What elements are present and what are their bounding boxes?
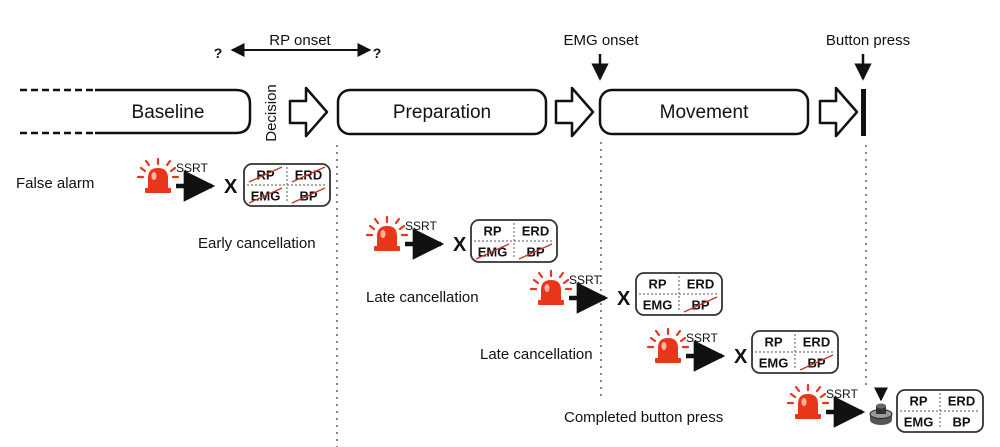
push-button-icon [869, 387, 893, 425]
cross-out-bp [683, 296, 718, 313]
movement-label: Movement [660, 102, 749, 123]
ssrt-label: SSRT [176, 161, 208, 175]
cell-emg: EMG [759, 356, 789, 371]
cancel-x-mark: X [453, 234, 467, 256]
row-label-late-cancellation-2: Late cancellation [480, 346, 593, 363]
cross-out-emg [475, 243, 510, 260]
rp-onset-question-left: ? [214, 45, 223, 61]
cell-rp: RP [648, 277, 666, 292]
cross-out-bp [799, 354, 834, 371]
alarm-light-icon [786, 383, 830, 419]
emg-onset-label: EMG onset [563, 32, 639, 49]
row-label-early-cancellation: Early cancellation [198, 235, 316, 252]
rp-onset-label: RP onset [269, 32, 331, 49]
outcome-rows: SSRTXRPERDEMGBPSSRTXRPERDEMGBPSSRTXRPERD… [136, 157, 984, 433]
row-label-false-alarm: False alarm [16, 175, 94, 192]
cell-erd: ERD [948, 394, 975, 409]
outcome-row: SSRT RP ERD EMG BP [786, 383, 984, 433]
baseline-stage: Baseline [20, 88, 252, 135]
alarm-light-icon [136, 157, 180, 193]
time-guides [336, 142, 867, 447]
button-press-bar [861, 89, 866, 136]
button-press-annotation: Button press [826, 32, 910, 81]
preparation-stage: Preparation [336, 88, 548, 136]
cross-out-bp [518, 243, 553, 260]
button-press-label: Button press [826, 32, 910, 49]
cancel-x-mark: X [734, 346, 748, 368]
outcome-box: RP ERD EMG BP [896, 389, 984, 433]
cell-rp: RP [909, 394, 927, 409]
ssrt-label: SSRT [826, 387, 858, 401]
cell-bp: BP [952, 415, 970, 430]
baseline-label: Baseline [132, 102, 205, 123]
movement-stage: Movement [598, 88, 810, 136]
cross-out-emg [248, 187, 283, 204]
outcome-row: SSRTXRPERDEMGBP [365, 215, 558, 263]
cell-rp: RP [764, 335, 782, 350]
cancel-x-mark: X [617, 288, 631, 310]
ssrt-label: SSRT [686, 331, 718, 345]
row-label-late-cancellation-1: Late cancellation [366, 289, 479, 306]
outcome-row: SSRTXRPERDEMGBP [646, 327, 839, 374]
cell-emg: EMG [643, 298, 673, 313]
block-arrow-1 [288, 86, 329, 138]
cancel-x-mark: X [224, 176, 238, 198]
cell-erd: ERD [803, 335, 830, 350]
rp-onset-annotation: RP onset ? ? [214, 32, 382, 61]
outcome-row: SSRT XRPERDEMGBP [136, 157, 331, 207]
decision-label: Decision [263, 84, 280, 142]
alarm-light-icon [646, 327, 690, 363]
block-arrow-2 [554, 86, 595, 138]
cell-rp: RP [483, 224, 501, 239]
ssrt-label: SSRT [405, 219, 437, 233]
cross-out-bp [291, 187, 326, 204]
cell-erd: ERD [687, 277, 714, 292]
block-arrow-3 [818, 86, 859, 138]
cell-erd: ERD [522, 224, 549, 239]
row-label-completed-button-press: Completed button press [564, 409, 723, 426]
alarm-light-icon [529, 269, 573, 305]
cross-out-erd [291, 166, 326, 183]
preparation-label: Preparation [393, 102, 491, 123]
outcome-row: SSRTXRPERDEMGBP [529, 269, 723, 316]
ssrt-label: SSRT [569, 273, 601, 287]
emg-onset-annotation: EMG onset [563, 32, 639, 81]
rp-onset-question-right: ? [373, 45, 382, 61]
alarm-light-icon [365, 215, 409, 251]
cell-emg: EMG [904, 415, 934, 430]
cross-out-rp [248, 166, 283, 183]
